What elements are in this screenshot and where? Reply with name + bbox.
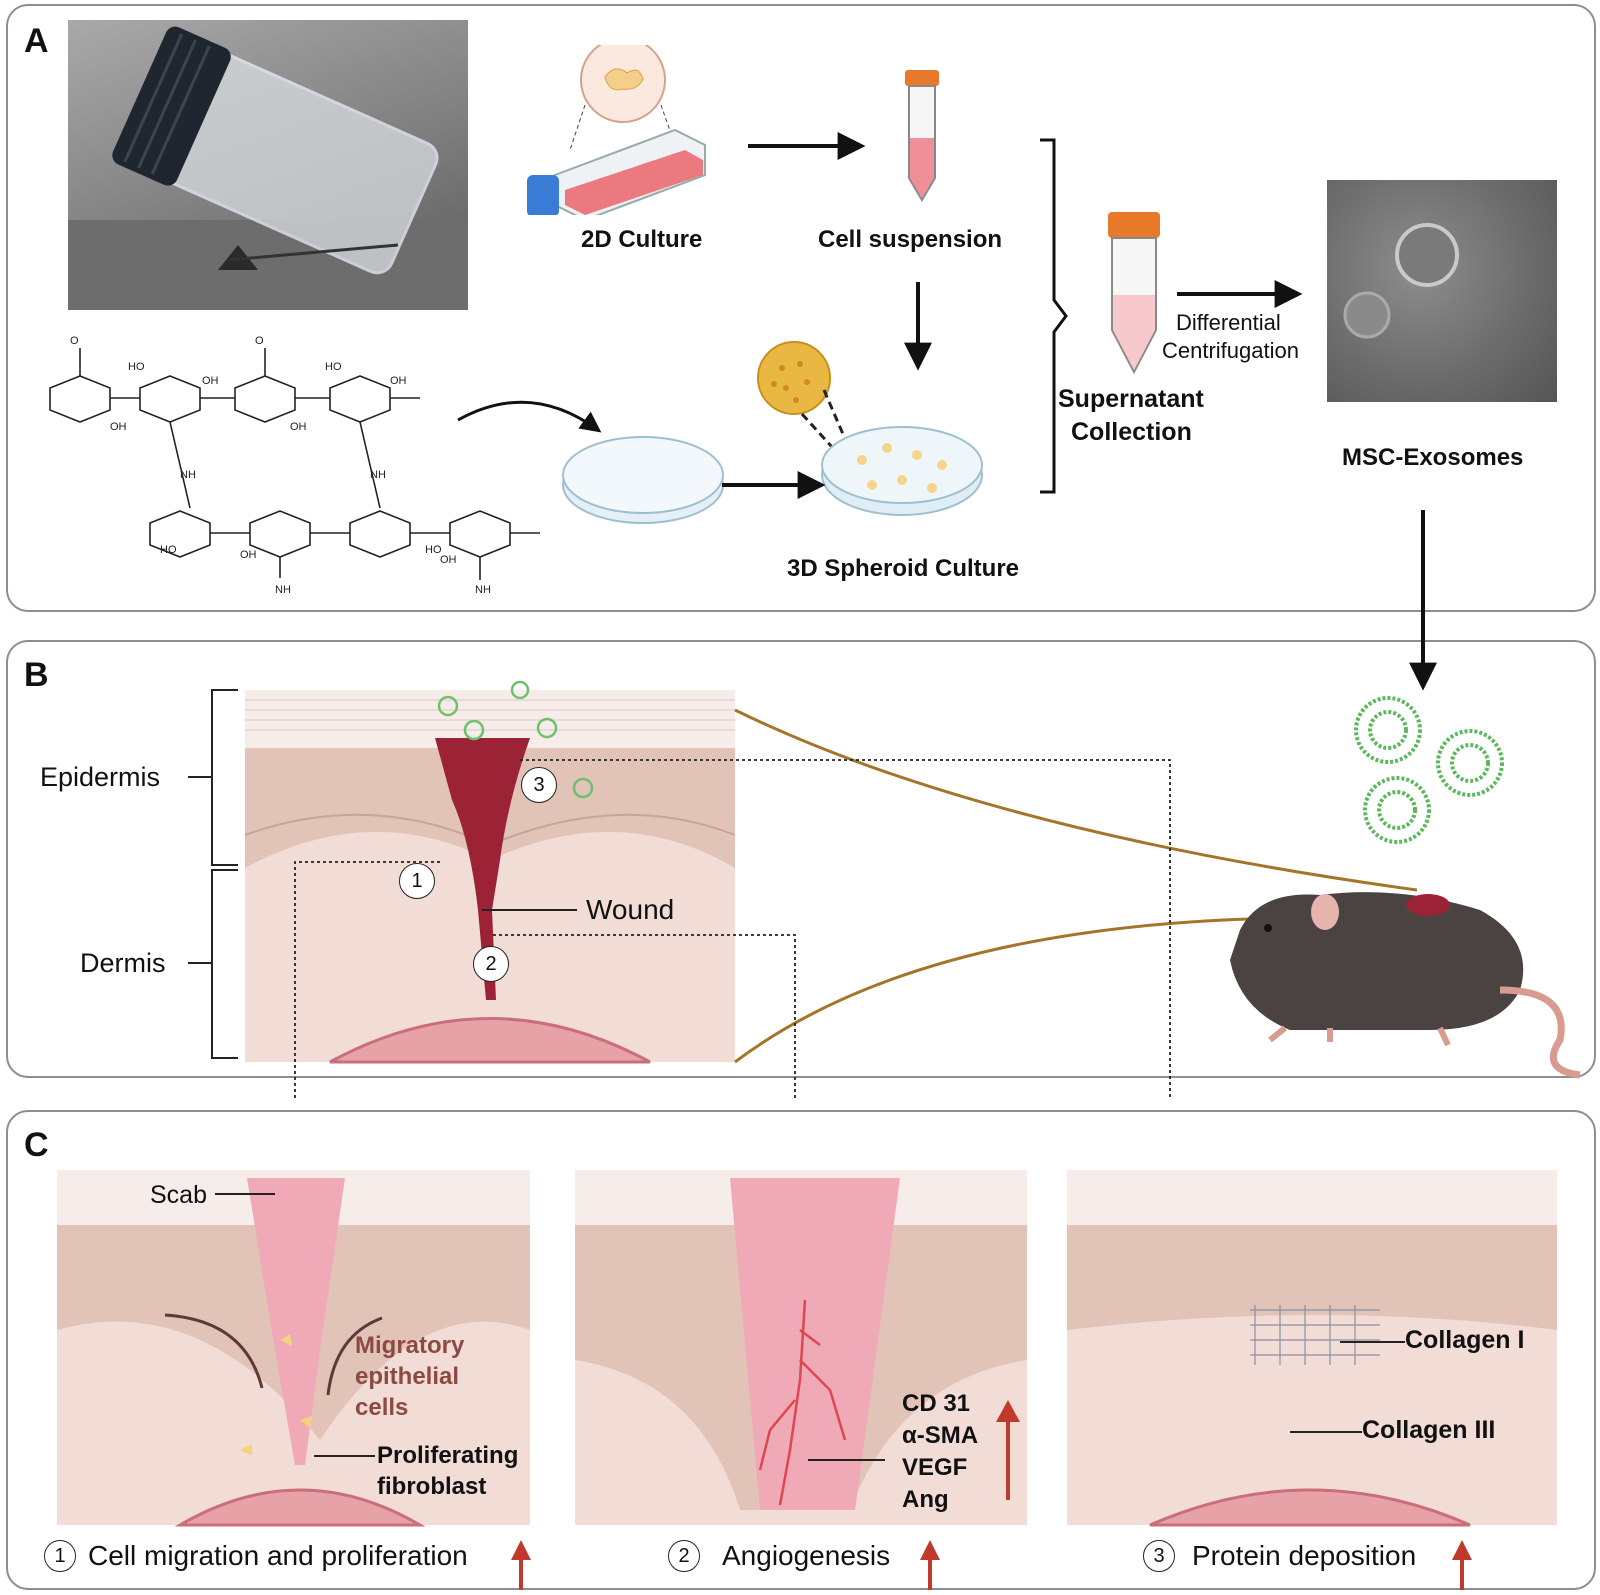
scab-shape (247, 1178, 345, 1465)
svg-text:OH: OH (110, 421, 127, 433)
marker-1: 1 (399, 863, 435, 899)
caption-2-text: Angiogenesis (722, 1540, 891, 1571)
culture-flask-illustration (527, 45, 706, 215)
label-migratory-1: Migratory (355, 1332, 465, 1359)
spheroid-dish-illustration (757, 341, 983, 516)
label-cell-suspension: Cell suspension (818, 226, 1003, 253)
marker-2: 2 (473, 946, 509, 982)
label-centrifugation-2: Centrifugation (1162, 338, 1299, 363)
exosome-vesicles (1354, 696, 1504, 844)
spheroid-zoom-icon (757, 341, 831, 415)
svg-text:OH: OH (440, 554, 457, 566)
upregulation-arrows (511, 1540, 1472, 1590)
label-scab: Scab (150, 1181, 207, 1209)
label-centrifugation-1: Differential (1176, 310, 1281, 335)
svg-text:OH: OH (202, 375, 219, 387)
marker-vegf: VEGF (902, 1454, 968, 1481)
label-supernatant-1: Supernatant (1058, 385, 1204, 413)
caption-3-text: Protein deposition (1192, 1540, 1417, 1571)
panel-b-label: B (24, 656, 49, 694)
svg-text:O: O (70, 335, 79, 347)
svg-text:O: O (255, 335, 264, 347)
label-supernatant-2: Collection (1071, 418, 1192, 446)
caption-1-number: 1 (44, 1540, 76, 1572)
tube-cap-icon (1108, 212, 1160, 238)
svg-text:NH: NH (475, 584, 491, 596)
mouse-illustration (1230, 892, 1581, 1079)
panel-a-label: A (24, 22, 49, 60)
collagen-mesh (1250, 1305, 1380, 1365)
label-3d-spheroid: 3D Spheroid Culture (787, 555, 1020, 582)
svg-text:NH: NH (275, 584, 291, 596)
hydrogel-vial-photo (68, 20, 468, 310)
vial-illustration (68, 26, 468, 310)
caption-3-number: 3 (1143, 1540, 1175, 1572)
label-2d-culture: 2D Culture (581, 226, 703, 253)
label-collagen-1: Collagen I (1405, 1326, 1525, 1354)
svg-text:HO: HO (325, 361, 342, 373)
marker-asma: α-SMA (902, 1422, 979, 1449)
panel-c-label: C (24, 1126, 49, 1164)
flask-cap-icon (527, 175, 559, 215)
marker-ang: Ang (902, 1486, 949, 1513)
blood-vessels (758, 1299, 847, 1506)
svg-text:HO: HO (425, 544, 442, 556)
label-dermis: Dermis (80, 948, 166, 978)
supernatant-tube-illustration (1108, 212, 1160, 375)
label-collagen-3: Collagen III (1362, 1416, 1496, 1444)
exosome-tem-image (1327, 180, 1557, 402)
label-fibroblast-2: fibroblast (377, 1473, 487, 1500)
label-fibroblast-1: Proliferating (377, 1442, 519, 1469)
marker-cd31: CD 31 (902, 1390, 971, 1417)
label-migratory-2: epithelial (355, 1363, 460, 1390)
svg-text:OH: OH (240, 549, 257, 561)
marker-3: 3 (521, 767, 557, 803)
caption-2-number: 2 (668, 1540, 700, 1572)
svg-text:NH: NH (370, 469, 386, 481)
wound-shape (435, 738, 530, 1000)
svg-text:HO: HO (160, 544, 177, 556)
label-epidermis: Epidermis (40, 762, 161, 792)
label-migratory-3: cells (355, 1394, 409, 1421)
svg-text:HO: HO (128, 361, 145, 373)
panel-b-skin-diagram (188, 510, 1581, 1100)
caption-1-text: Cell migration and proliferation (88, 1540, 468, 1571)
svg-text:NH: NH (180, 469, 196, 481)
svg-text:OH: OH (290, 421, 307, 433)
collection-brace (1040, 138, 1068, 494)
svg-text:OH: OH (390, 375, 407, 387)
label-msc-exosomes: MSC-Exosomes (1342, 444, 1524, 471)
label-wound: Wound (586, 894, 675, 925)
cell-suspension-tube-illustration (905, 70, 939, 202)
tube-cap-icon (905, 70, 939, 86)
